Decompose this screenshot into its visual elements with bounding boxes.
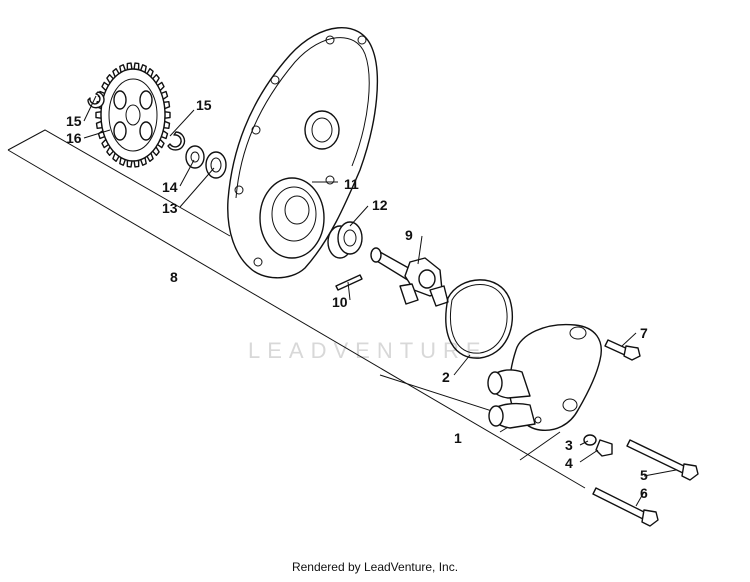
circlip-inner	[167, 131, 186, 151]
callout-numbers: 15 16 15 14 13 11 12 9 8 10 2 7 1 3 4 5 …	[66, 97, 648, 501]
callout-5: 5	[640, 467, 648, 483]
callout-8: 8	[170, 269, 178, 285]
drain-bolt	[595, 439, 613, 457]
leader-lines	[83, 95, 677, 507]
impeller-shaft	[370, 247, 449, 307]
bolt-short	[604, 339, 641, 361]
callout-13: 13	[162, 200, 178, 216]
engine-cover	[227, 26, 379, 279]
callout-15-right: 15	[196, 97, 212, 113]
callout-12: 12	[372, 197, 388, 213]
o-ring	[445, 279, 514, 359]
callout-6: 6	[640, 485, 648, 501]
drive-gear	[95, 62, 171, 168]
callout-3: 3	[565, 437, 573, 453]
pump-housing	[487, 323, 602, 432]
watermark: LEADVENTURE	[248, 338, 488, 363]
callout-9: 9	[405, 227, 413, 243]
callout-2: 2	[442, 369, 450, 385]
callout-15-left: 15	[66, 113, 82, 129]
oil-seal	[327, 221, 363, 259]
callout-14: 14	[162, 179, 178, 195]
callout-7: 7	[640, 325, 648, 341]
callout-4: 4	[565, 455, 573, 471]
callout-11: 11	[344, 176, 359, 192]
bolt-long-lower	[592, 487, 659, 527]
pin	[335, 274, 363, 291]
callout-10: 10	[332, 294, 348, 310]
footer-credit: Rendered by LeadVenture, Inc.	[291, 560, 459, 574]
callout-1: 1	[454, 430, 462, 446]
bolt-long-upper	[626, 439, 699, 481]
drain-washer	[583, 434, 597, 446]
callout-16: 16	[66, 130, 82, 146]
circlip-outer	[87, 91, 105, 109]
washer	[185, 145, 205, 169]
